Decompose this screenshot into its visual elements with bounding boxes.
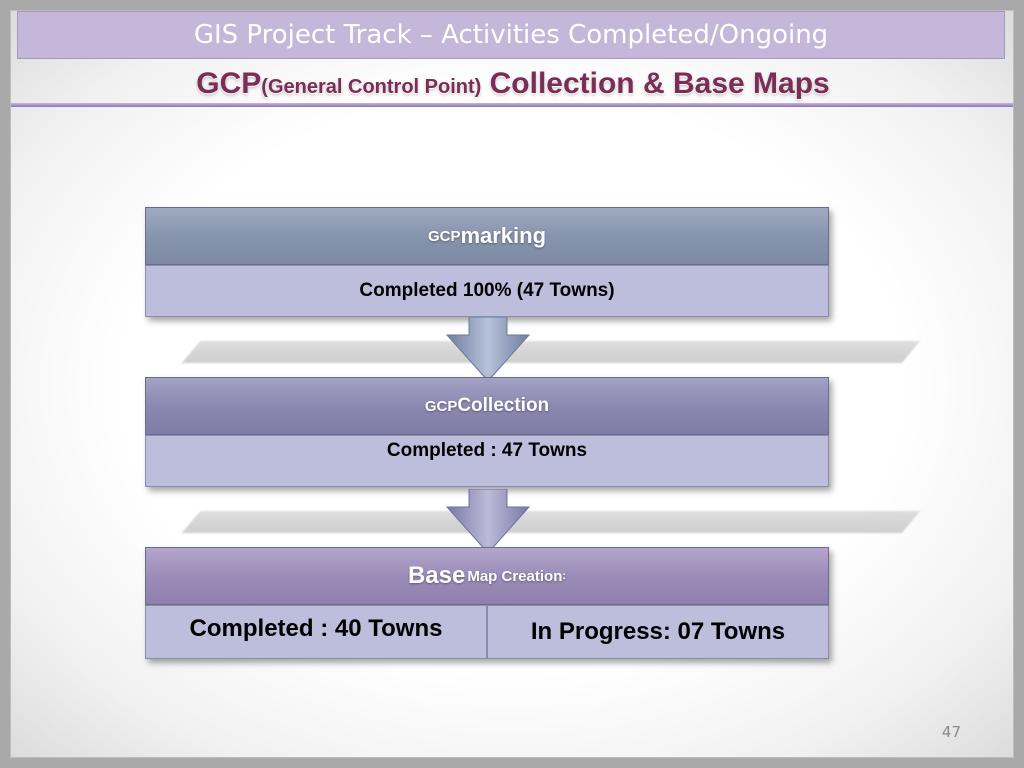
step-header-small: GCP	[424, 397, 458, 415]
step-box-gcp-marking: GCP marking Completed 100% (47 Towns)	[145, 207, 829, 317]
down-arrow-2	[445, 489, 531, 554]
step-status-text: Completed 100% (47 Towns)	[359, 280, 615, 301]
subtitle-divider	[11, 103, 1013, 107]
step-header-large: marking	[460, 223, 547, 248]
band-shadow-1	[181, 341, 921, 363]
step-header-large: Base	[407, 562, 466, 589]
status-cell-completed: Completed : 40 Towns	[145, 605, 487, 659]
status-cell-text: Completed : 40 Towns	[189, 615, 443, 642]
subtitle-gcp-expansion: (General Control Point)	[261, 76, 482, 98]
step-header-small: GCP	[427, 227, 461, 245]
page-number: 47	[941, 723, 961, 741]
step-header-large: Collection	[457, 395, 550, 416]
status-cell-text: In Progress: 07 Towns	[530, 618, 786, 645]
step-status: Completed : 47 Towns	[145, 435, 829, 487]
subtitle-rest: Collection & Base Maps	[481, 67, 830, 100]
down-arrow-1	[445, 317, 531, 382]
step-box-gcp-collection: GCP Collection Completed : 47 Towns	[145, 377, 829, 487]
step-header: Base Map Creation :	[145, 547, 829, 605]
subtitle-gcp: GCP	[196, 67, 262, 100]
step-header-small: Map Creation	[467, 567, 563, 585]
step-header: GCP marking	[145, 207, 829, 265]
slide: GIS Project Track – Activities Completed…	[10, 10, 1014, 758]
status-cell-in-progress: In Progress: 07 Towns	[487, 605, 829, 659]
slide-subtitle: GCP(General Control Point) Collection & …	[11, 67, 1013, 101]
step-status-cells: Completed : 40 Towns In Progress: 07 Tow…	[145, 605, 829, 659]
step-status-text: Completed : 47 Towns	[386, 440, 588, 461]
step-header: GCP Collection	[145, 377, 829, 435]
slide-title-bar: GIS Project Track – Activities Completed…	[17, 11, 1005, 59]
step-box-base-map-creation: Base Map Creation : Completed : 40 Towns…	[145, 547, 829, 659]
step-status: Completed 100% (47 Towns)	[145, 265, 829, 317]
slide-title: GIS Project Track – Activities Completed…	[193, 20, 829, 50]
band-shadow-2	[181, 511, 921, 533]
step-header-suffix: :	[562, 570, 567, 582]
